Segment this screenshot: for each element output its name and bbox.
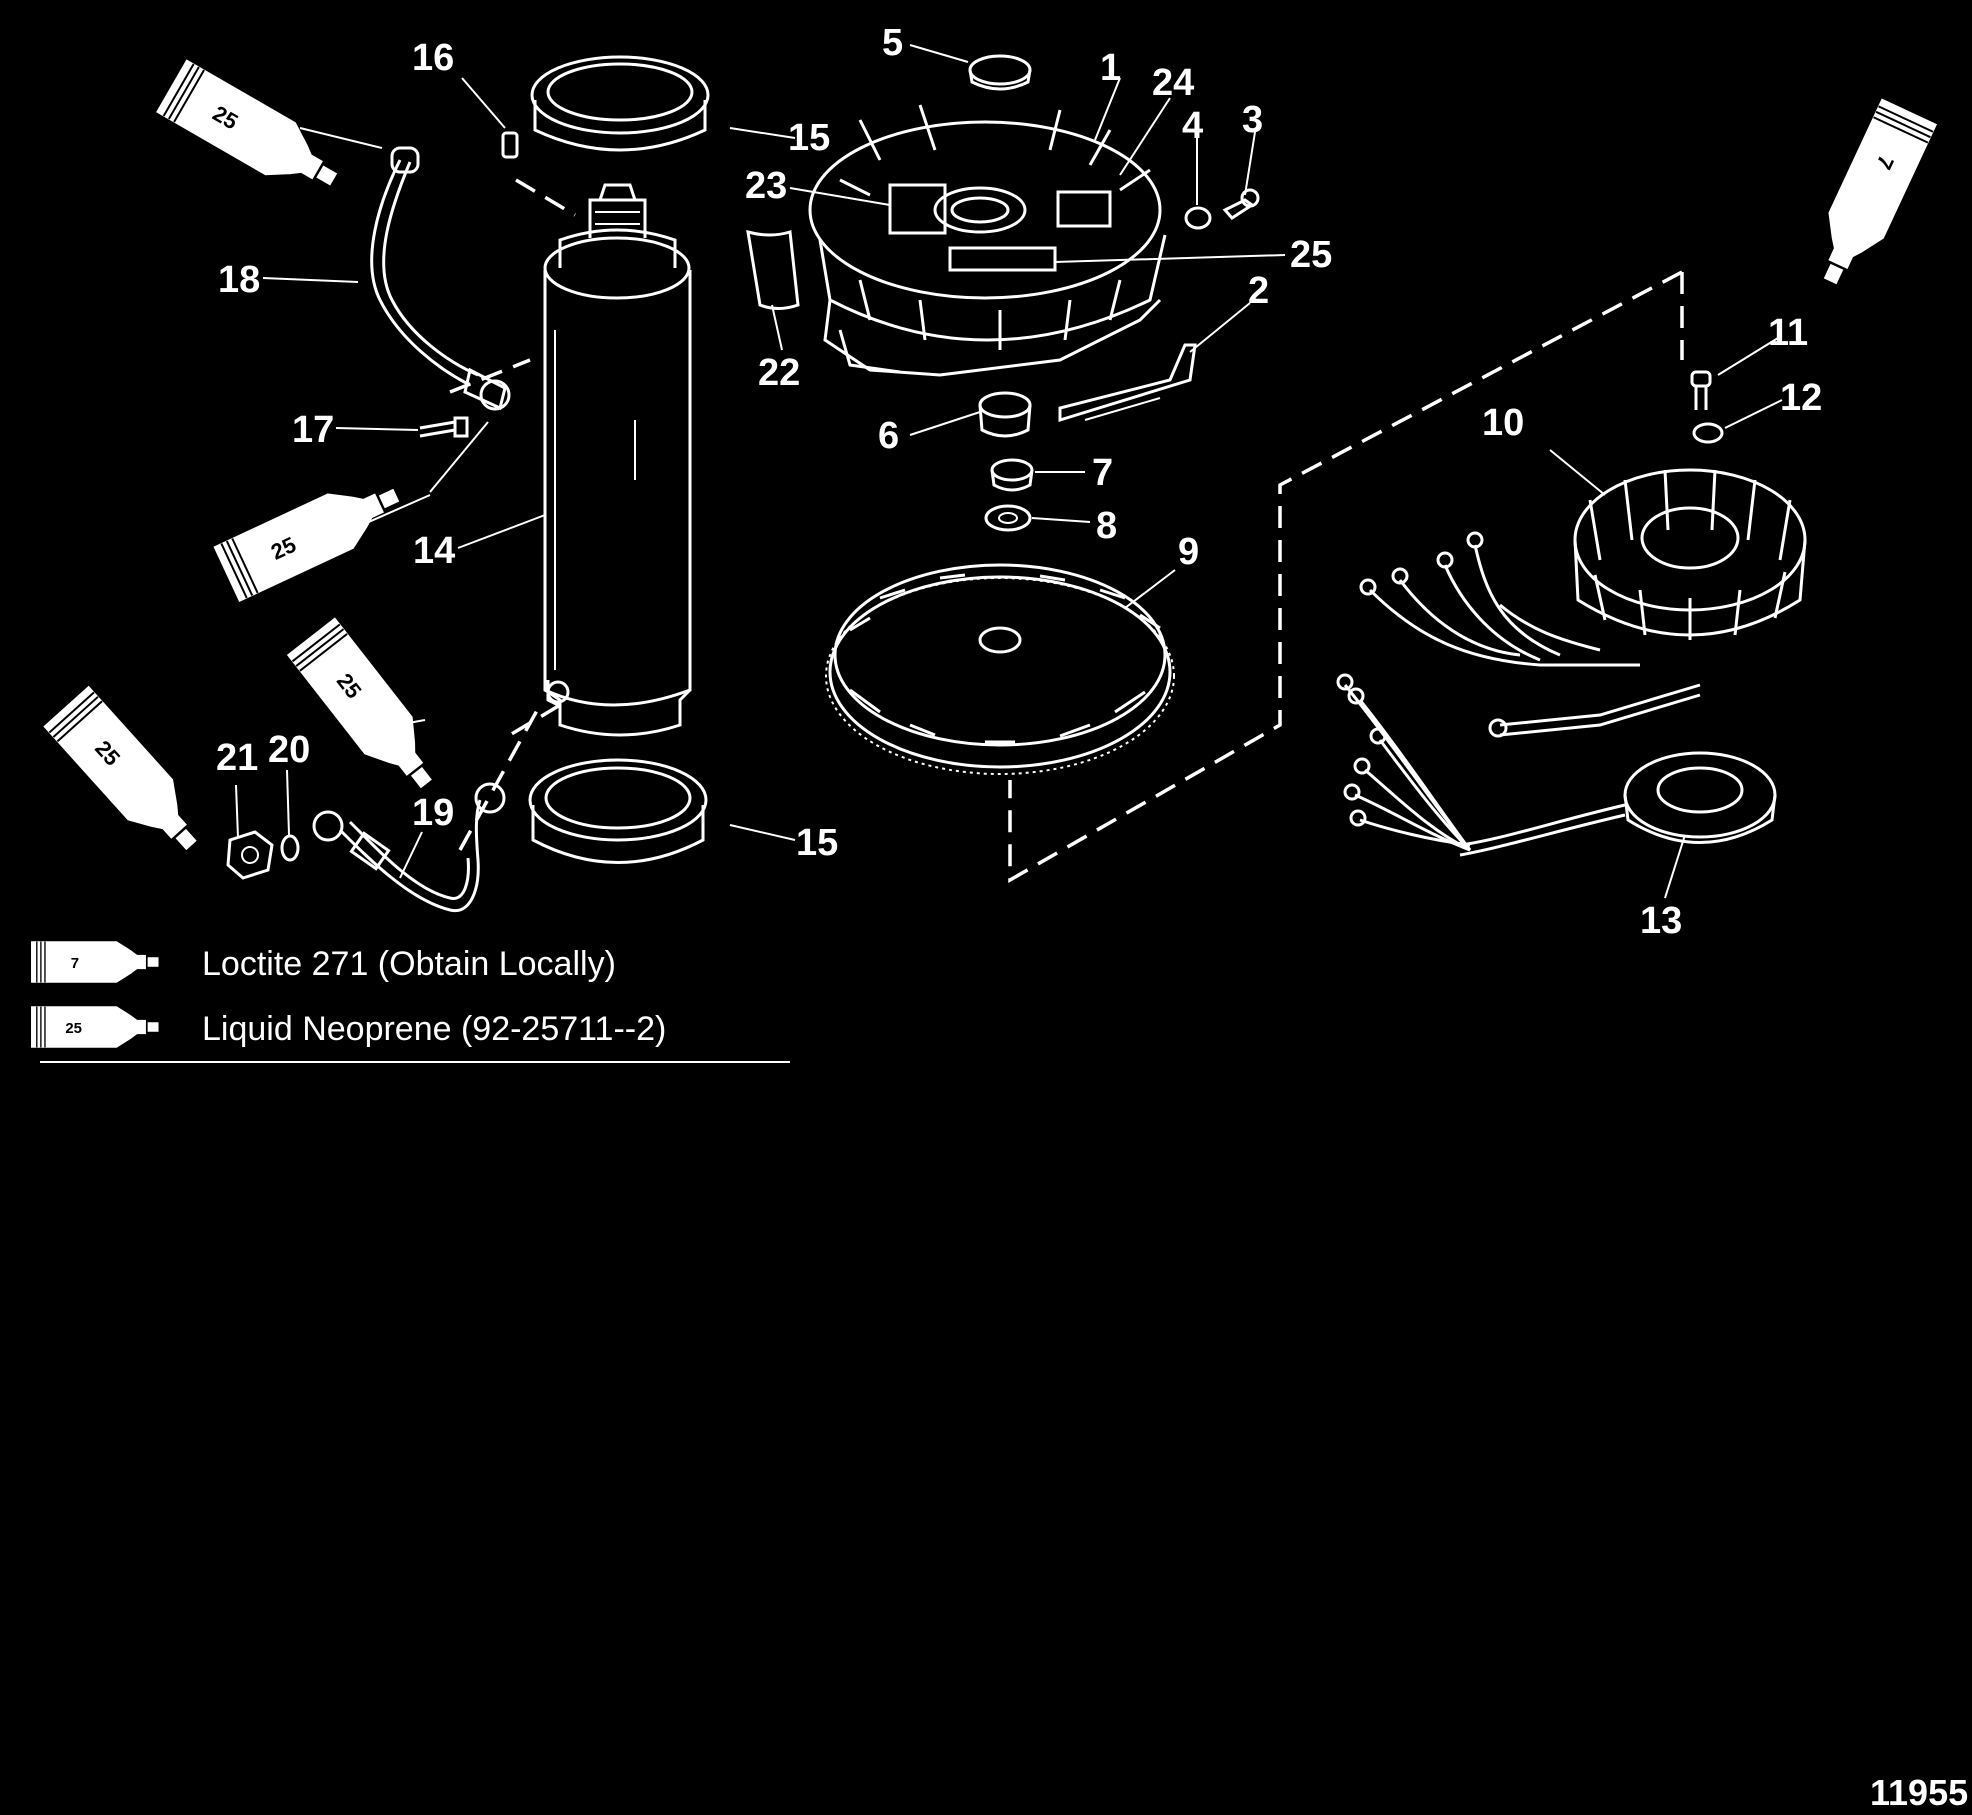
battery-cable-19 <box>312 782 506 913</box>
legend-tube-number: 7 <box>71 955 79 972</box>
flywheel-cover <box>808 104 1167 377</box>
sealant-tube-5: 7 <box>1799 94 1941 298</box>
screw-11 <box>1690 370 1712 410</box>
sealant-tube-3: 25 <box>283 613 454 806</box>
screw-3 <box>1222 188 1260 220</box>
callout-10: 10 <box>1482 402 1524 444</box>
callout-6: 6 <box>878 415 899 457</box>
callout-12: 12 <box>1780 377 1822 419</box>
callout-21: 21 <box>216 737 258 779</box>
nut-21 <box>226 830 274 880</box>
callout-13: 13 <box>1640 900 1682 942</box>
legend-text-loctite: Loctite 271 (Obtain Locally) <box>202 945 616 983</box>
callout-1: 1 <box>1100 47 1121 89</box>
callout-15-lower: 15 <box>796 822 838 864</box>
sealant-tube-1: 25 <box>152 55 353 210</box>
callout-19: 19 <box>412 792 454 834</box>
callout-25: 25 <box>1290 234 1332 276</box>
trigger-13 <box>1336 673 1777 857</box>
callout-18: 18 <box>218 259 260 301</box>
legend-text-neoprene: Liquid Neoprene (92-25711--2) <box>202 1010 666 1048</box>
figure-number: 11955 <box>1870 1772 1968 1813</box>
starter-motor <box>543 183 692 737</box>
nut-7 <box>990 458 1034 492</box>
battery-cable-18 <box>370 146 511 411</box>
legend-tube-number: 25 <box>65 1020 82 1037</box>
rubber-ring-upper <box>530 55 710 152</box>
callout-14: 14 <box>413 530 455 572</box>
legend-item-neoprene: 25 <box>28 1004 161 1050</box>
sealant-tube-4: 25 <box>39 682 218 870</box>
callout-22: 22 <box>758 352 800 394</box>
rubber-ring-lower <box>528 758 708 864</box>
stator-wire-harness <box>1359 531 1701 738</box>
callout-numbers: 1 2 3 4 5 6 7 8 9 10 11 12 13 14 15 15 1… <box>216 22 1822 942</box>
assembly-dashed-lines <box>449 270 1684 884</box>
callout-20: 20 <box>268 729 310 771</box>
callout-8: 8 <box>1096 505 1117 547</box>
cap-5 <box>968 54 1032 91</box>
washer-12 <box>1692 422 1724 444</box>
callout-5: 5 <box>882 22 903 64</box>
washer-4 <box>1184 206 1212 230</box>
lockwasher-20 <box>280 834 300 862</box>
plate-2 <box>1058 343 1197 423</box>
screw-17 <box>419 416 469 438</box>
callout-16: 16 <box>412 37 454 79</box>
washer-8 <box>984 504 1032 532</box>
callout-9: 9 <box>1178 531 1199 573</box>
callout-7: 7 <box>1092 452 1113 494</box>
bushing-6 <box>978 391 1032 438</box>
leader-lines <box>235 44 1783 899</box>
sealant-tube-2: 25 <box>209 464 413 606</box>
legend: 7 Loctite 271 (Obtain Locally) 25 Liquid… <box>28 939 790 1063</box>
decal-22 <box>746 229 800 310</box>
flywheel-9 <box>825 563 1175 775</box>
callout-23: 23 <box>745 165 787 207</box>
callout-11: 11 <box>1768 312 1808 354</box>
callout-24: 24 <box>1152 62 1194 104</box>
clip-16 <box>501 131 576 217</box>
legend-item-loctite: 7 <box>28 939 161 985</box>
callout-15-upper: 15 <box>788 117 830 159</box>
stator-10 <box>1573 468 1807 640</box>
callout-2: 2 <box>1248 270 1269 312</box>
callout-17: 17 <box>292 409 334 451</box>
callout-4: 4 <box>1182 105 1203 147</box>
callout-3: 3 <box>1242 99 1263 141</box>
